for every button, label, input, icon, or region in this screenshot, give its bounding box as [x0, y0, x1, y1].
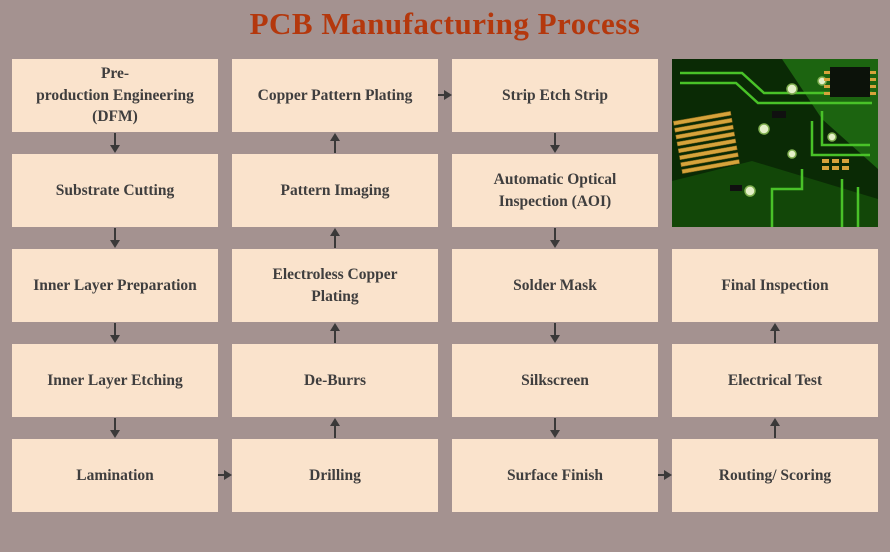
- step-label: Lamination: [76, 466, 154, 484]
- step-silkscreen: Silkscreen: [452, 344, 658, 417]
- arrow-down-icon: [110, 228, 120, 248]
- connector: [12, 227, 218, 249]
- step-label: Drilling: [309, 466, 361, 484]
- step-copper-pattern-plating: Copper Pattern Plating: [232, 59, 438, 132]
- arrow-down-icon: [550, 418, 560, 438]
- arrow-right-icon: [438, 90, 452, 100]
- arrow-down-icon: [550, 228, 560, 248]
- step-pre-production-engineering: Pre- production Engineering (DFM): [12, 59, 218, 132]
- column-4: Final Inspection Electrical Test Routing…: [672, 59, 878, 512]
- step-label: Automatic Optical Inspection (AOI): [493, 170, 617, 210]
- step-label: Pattern Imaging: [280, 181, 390, 199]
- arrow-up-icon: [330, 418, 340, 438]
- connector: [232, 322, 438, 344]
- step-label: Routing/ Scoring: [718, 466, 832, 484]
- arrow-down-icon: [550, 323, 560, 343]
- arrow-down-icon: [110, 133, 120, 153]
- connector: [452, 322, 658, 344]
- step-inner-layer-preparation: Inner Layer Preparation: [12, 249, 218, 322]
- step-electroless-copper-plating: Electroless Copper Plating: [232, 249, 438, 322]
- step-routing-scoring: Routing/ Scoring: [672, 439, 878, 512]
- connector: [12, 132, 218, 154]
- step-label: Electroless Copper Plating: [272, 265, 398, 305]
- step-lamination: Lamination: [12, 439, 218, 512]
- step-label: Strip Etch Strip: [502, 86, 608, 104]
- column-3: Strip Etch Strip Automatic Optical Inspe…: [452, 59, 658, 512]
- arrow-up-icon: [330, 323, 340, 343]
- flowchart-grid: Pre- production Engineering (DFM) Substr…: [12, 59, 878, 512]
- step-solder-mask: Solder Mask: [452, 249, 658, 322]
- step-drilling: Drilling: [232, 439, 438, 512]
- arrow-up-icon: [330, 228, 340, 248]
- step-de-burrs: De-Burrs: [232, 344, 438, 417]
- step-label: Solder Mask: [513, 276, 597, 294]
- step-pattern-imaging: Pattern Imaging: [232, 154, 438, 227]
- step-label: Surface Finish: [506, 466, 604, 484]
- step-substrate-cutting: Substrate Cutting: [12, 154, 218, 227]
- connector: [452, 227, 658, 249]
- step-label: Silkscreen: [521, 371, 589, 389]
- spacer: [672, 227, 878, 249]
- connector: [452, 417, 658, 439]
- step-strip-etch-strip: Strip Etch Strip: [452, 59, 658, 132]
- connector: [672, 417, 878, 439]
- arrow-right-icon: [658, 470, 672, 480]
- arrow-up-icon: [330, 133, 340, 153]
- step-inner-layer-etching: Inner Layer Etching: [12, 344, 218, 417]
- step-electrical-test: Electrical Test: [672, 344, 878, 417]
- connector: [672, 322, 878, 344]
- step-label: Copper Pattern Plating: [257, 86, 413, 104]
- connector: [232, 227, 438, 249]
- arrow-down-icon: [550, 133, 560, 153]
- step-label: Electrical Test: [727, 371, 823, 389]
- page-title: PCB Manufacturing Process: [249, 6, 641, 41]
- step-label: De-Burrs: [304, 371, 366, 389]
- connector: [12, 417, 218, 439]
- step-label: Inner Layer Preparation: [33, 276, 197, 294]
- step-label: Final Inspection: [721, 276, 829, 294]
- pcb-photo: [672, 59, 878, 227]
- column-1: Pre- production Engineering (DFM) Substr…: [12, 59, 218, 512]
- arrow-right-icon: [218, 470, 232, 480]
- arrow-up-icon: [770, 418, 780, 438]
- connector: [452, 132, 658, 154]
- arrow-down-icon: [110, 418, 120, 438]
- arrow-up-icon: [770, 323, 780, 343]
- connector: [232, 417, 438, 439]
- step-label: Inner Layer Etching: [47, 371, 183, 389]
- step-label: Substrate Cutting: [55, 181, 175, 199]
- step-label: Pre- production Engineering (DFM): [36, 64, 194, 126]
- connector: [232, 132, 438, 154]
- connector: [12, 322, 218, 344]
- arrow-down-icon: [110, 323, 120, 343]
- step-surface-finish: Surface Finish: [452, 439, 658, 512]
- step-aoi: Automatic Optical Inspection (AOI): [452, 154, 658, 227]
- step-final-inspection: Final Inspection: [672, 249, 878, 322]
- column-2: Copper Pattern Plating Pattern Imaging E…: [232, 59, 438, 512]
